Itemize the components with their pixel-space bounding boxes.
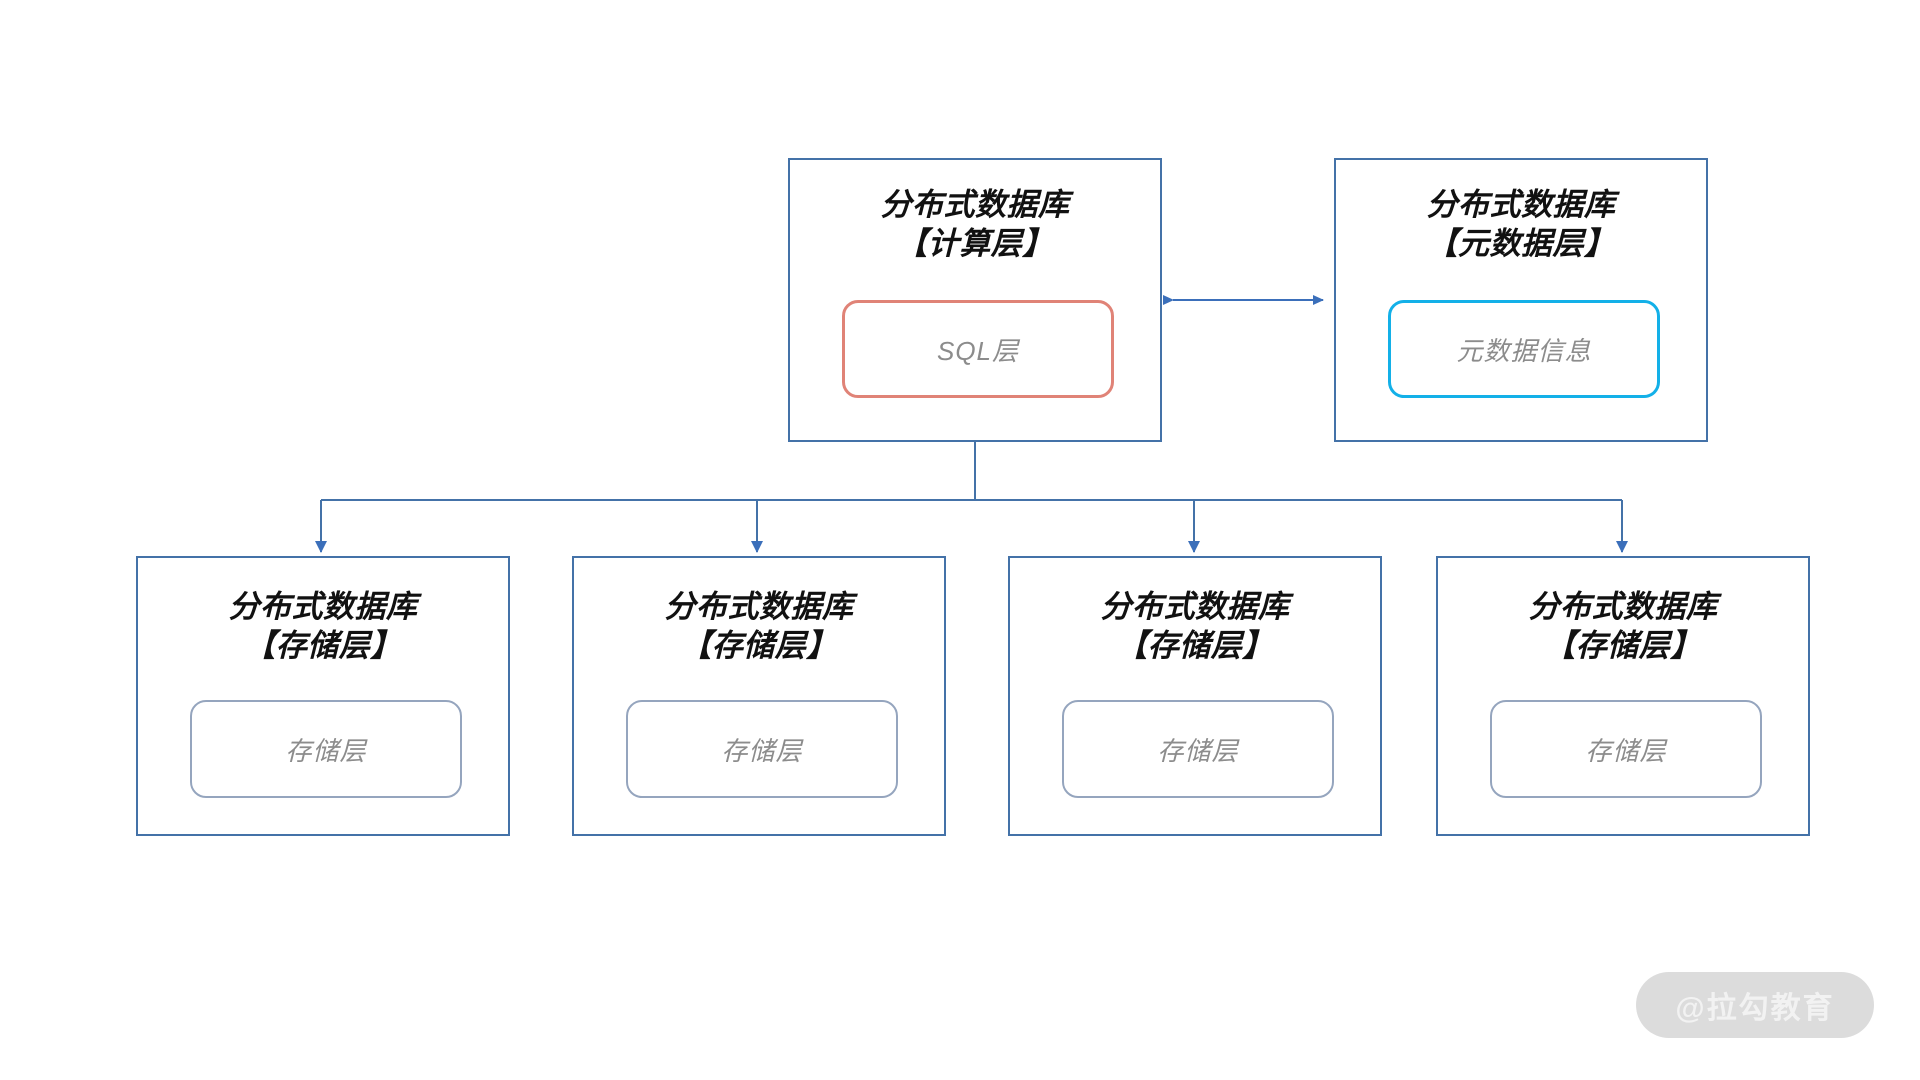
node-storage-layer-1[interactable]: 分布式数据库 【存储层】 存储层 <box>136 556 510 836</box>
node-storage-layer-4-title: 分布式数据库 【存储层】 <box>1528 589 1718 663</box>
node-metadata-layer[interactable]: 分布式数据库 【元数据层】 元数据信息 <box>1334 158 1708 442</box>
node-storage-layer-2[interactable]: 分布式数据库 【存储层】 存储层 <box>572 556 946 836</box>
watermark: @拉勾教育 <box>1636 972 1874 1038</box>
inner-box-metadata-info-label: 元数据信息 <box>1456 335 1592 366</box>
inner-box-storage-1[interactable]: 存储层 <box>190 700 462 798</box>
inner-box-storage-3[interactable]: 存储层 <box>1062 700 1334 798</box>
tree-connector-compute-storage <box>315 442 1628 553</box>
node-compute-layer-title: 分布式数据库 【计算层】 <box>880 187 1070 261</box>
node-compute-layer[interactable]: 分布式数据库 【计算层】 SQL层 <box>788 158 1162 442</box>
inner-box-metadata-info[interactable]: 元数据信息 <box>1388 300 1660 398</box>
node-storage-layer-1-title: 分布式数据库 【存储层】 <box>228 589 418 663</box>
inner-box-sql-layer[interactable]: SQL层 <box>842 300 1114 398</box>
inner-box-storage-3-label: 存储层 <box>1157 735 1239 766</box>
inner-box-sql-layer-label: SQL层 <box>936 335 1020 366</box>
inner-box-storage-1-label: 存储层 <box>285 735 367 766</box>
inner-box-storage-4[interactable]: 存储层 <box>1490 700 1762 798</box>
inner-box-storage-2[interactable]: 存储层 <box>626 700 898 798</box>
node-metadata-layer-title: 分布式数据库 【元数据层】 <box>1426 187 1616 261</box>
node-storage-layer-3[interactable]: 分布式数据库 【存储层】 存储层 <box>1008 556 1382 836</box>
inner-box-storage-2-label: 存储层 <box>721 735 803 766</box>
watermark-text: @拉勾教育 <box>1675 992 1835 1025</box>
inner-box-storage-4-label: 存储层 <box>1585 735 1667 766</box>
node-storage-layer-3-title: 分布式数据库 【存储层】 <box>1100 589 1290 663</box>
node-storage-layer-2-title: 分布式数据库 【存储层】 <box>664 589 854 663</box>
node-storage-layer-4[interactable]: 分布式数据库 【存储层】 存储层 <box>1436 556 1810 836</box>
